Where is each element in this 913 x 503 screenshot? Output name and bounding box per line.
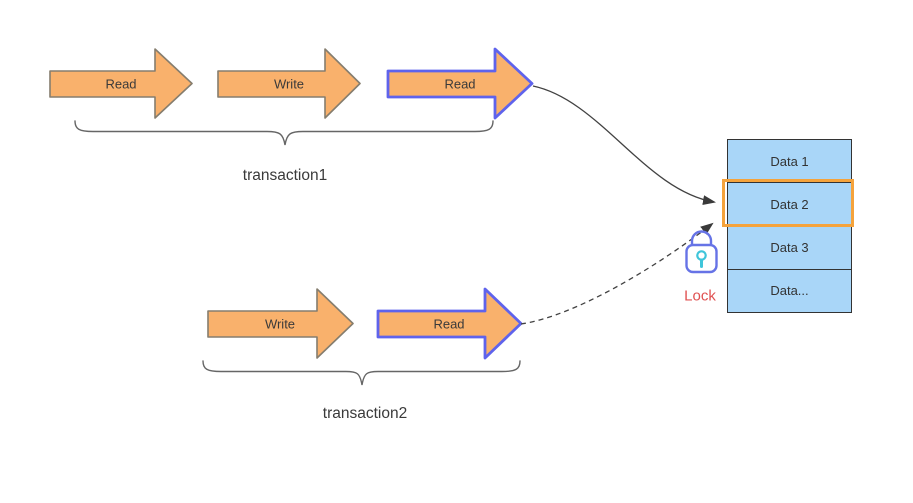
transaction1-label: transaction1 — [242, 167, 328, 184]
transaction1-read2-label: Read — [444, 76, 476, 92]
table-row-data-more: Data... — [728, 270, 851, 312]
table-cell-label: Data 1 — [770, 153, 809, 169]
transaction2-write-arrow-shape — [207, 288, 354, 359]
transaction2-read-arrow-shape — [376, 287, 523, 360]
table-row-data-3: Data 3 — [728, 227, 851, 270]
transaction1-read1-arrow-shape — [49, 48, 193, 119]
transaction1-read2-arrow-shape — [386, 47, 534, 120]
transaction2-brace — [202, 360, 521, 386]
transaction2-label: transaction2 — [322, 405, 408, 422]
table-cell-label: Data... — [770, 283, 809, 299]
transaction1-write-arrow-shape — [217, 48, 361, 119]
transaction1-brace — [74, 120, 494, 146]
transaction2-read-label: Read — [433, 316, 465, 332]
lock-label: Lock — [684, 287, 716, 305]
transaction2-to-data2-connector — [520, 222, 714, 325]
table-row-data-1: Data 1 — [728, 140, 851, 184]
transaction1-write-label: Write — [273, 76, 305, 92]
locked-row-highlight — [722, 179, 854, 227]
table-cell-label: Data 2 — [770, 196, 809, 212]
lock-shackle — [690, 230, 713, 247]
transaction1-to-data2-connector — [532, 85, 716, 206]
table-cell-label: Data 3 — [770, 240, 809, 256]
transaction1-read1-label: Read — [105, 76, 137, 92]
lock-icon — [685, 230, 718, 274]
transaction2-write-label: Write — [264, 316, 296, 332]
